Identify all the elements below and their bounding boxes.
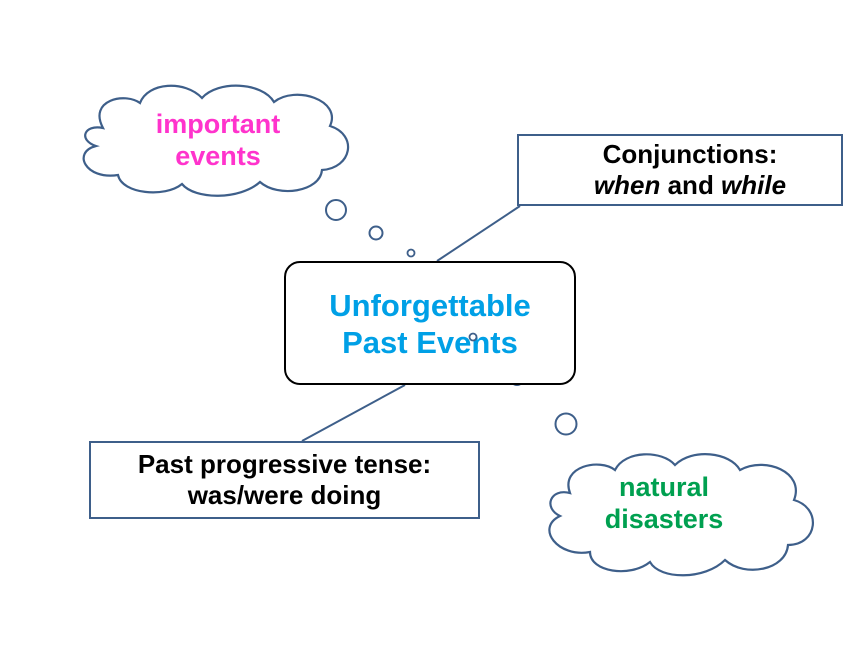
conjunctions-box: Conjunctions: when and while — [517, 134, 843, 206]
conjunction-and: and — [660, 170, 722, 200]
connector-line-conjunctions — [436, 205, 521, 262]
cloud-label-line: events — [175, 140, 261, 171]
conjunctions-examples: when and while — [594, 170, 786, 201]
thought-bubble — [368, 225, 384, 241]
cloud-label-line: disasters — [604, 503, 724, 534]
thought-bubble — [406, 248, 416, 258]
cloud-label-line: natural — [618, 472, 710, 502]
central-topic-line: Past Events — [342, 325, 518, 360]
central-topic-line: Unforgettable — [329, 288, 531, 324]
thought-bubble — [554, 412, 578, 436]
past-progressive-box: Past progressive tense: was/were doing — [89, 441, 480, 519]
thought-cloud-important-events — [82, 84, 350, 197]
conjunction-when: when — [593, 170, 661, 200]
past-progressive-heading: Past progressive tense: — [137, 449, 432, 480]
connector-line-past-progressive — [301, 384, 406, 442]
central-topic-box: Unforgettable Past Events — [284, 261, 576, 385]
cloud-label-natural-disasters: natural disasters — [564, 472, 764, 536]
thought-cloud-natural-disasters — [548, 453, 814, 577]
thought-bubble — [325, 199, 347, 221]
past-progressive-form: was/were doing — [187, 480, 382, 510]
cloud-label-important-events: important events — [118, 109, 318, 173]
conjunction-while: while — [721, 170, 787, 200]
cloud-label-line: important — [155, 109, 281, 139]
thought-bubble-overlay — [468, 332, 478, 342]
conjunctions-heading: Conjunctions: — [602, 139, 778, 170]
